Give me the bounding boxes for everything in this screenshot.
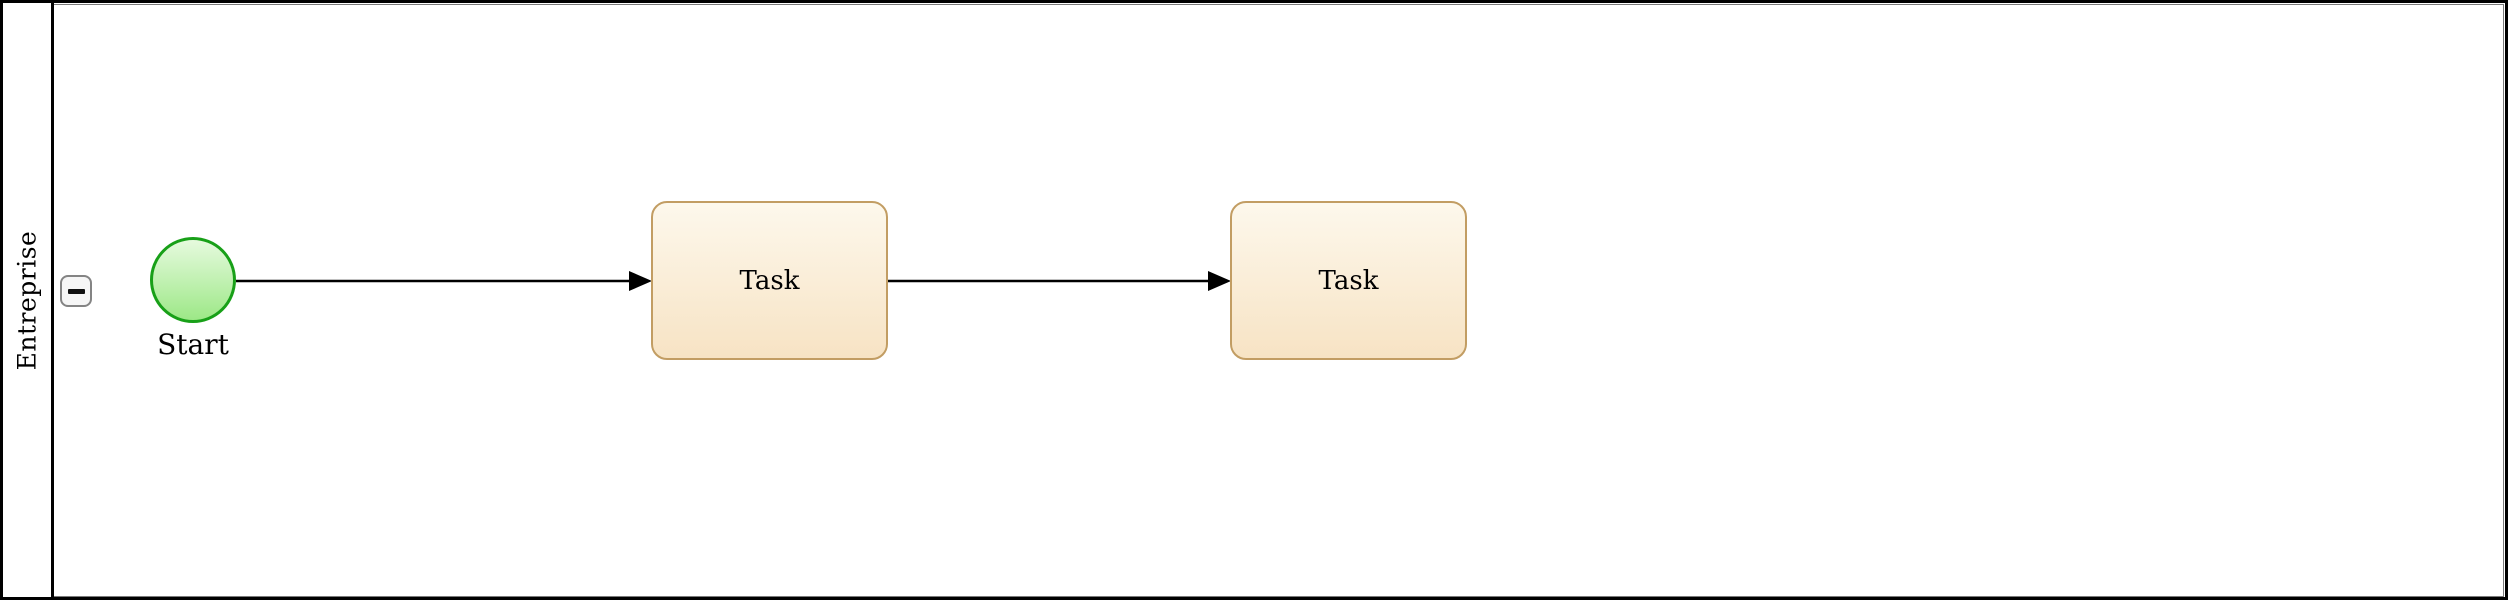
pool-label: Entreprise xyxy=(12,230,42,370)
task-2-label: Task xyxy=(1318,265,1379,296)
sequence-flow-start-to-task1[interactable] xyxy=(236,271,652,291)
pool-divider xyxy=(51,3,54,597)
task-1-label: Task xyxy=(739,265,800,296)
start-event-circle[interactable] xyxy=(150,237,236,323)
minus-icon xyxy=(67,288,85,294)
task-1[interactable]: Task xyxy=(651,201,888,360)
pool-collapse-button[interactable] xyxy=(60,275,92,307)
lane-outline xyxy=(54,4,2504,597)
start-event-label: Start xyxy=(157,328,229,361)
sequence-flow-task1-to-task2[interactable] xyxy=(888,271,1231,291)
pool-header-entreprise[interactable]: Entreprise xyxy=(3,3,51,597)
task-2[interactable]: Task xyxy=(1230,201,1467,360)
